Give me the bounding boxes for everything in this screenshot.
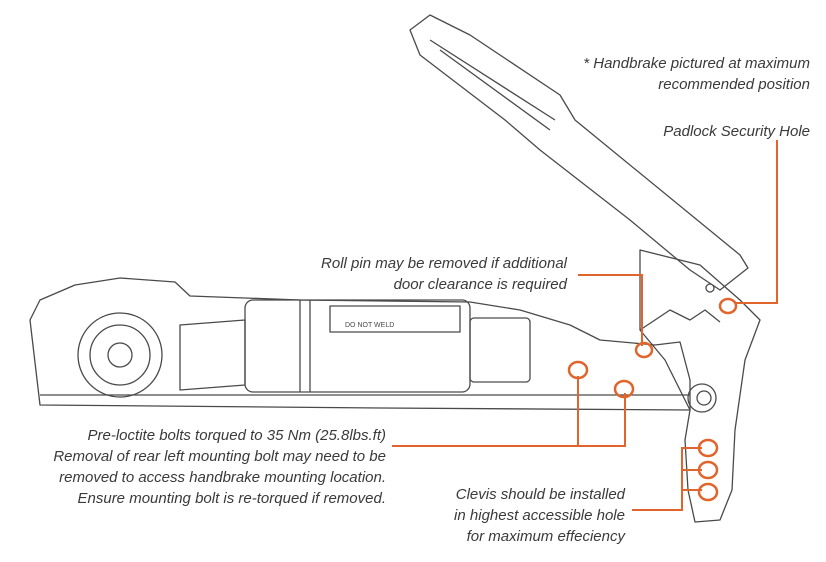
leader-roll-pin: [578, 274, 643, 346]
clevis-note: Clevis should be installed in highest ac…: [454, 486, 625, 545]
leader-padlock: [735, 140, 778, 304]
pump-cylinder: [244, 299, 471, 393]
handbrake-position-note: * Handbrake pictured at maximum recommen…: [583, 55, 810, 93]
rear-drum: [77, 312, 163, 398]
clevis-hole-1: [697, 438, 719, 458]
bolts-note: Pre-loctite bolts torqued to 35 Nm (25.8…: [53, 427, 386, 507]
padlock-note: Padlock Security Hole: [663, 123, 810, 140]
padlock-hole-marker: [718, 297, 738, 315]
pivot-plate: [639, 249, 761, 523]
part-stamp: DO NOT WELD: [345, 322, 394, 329]
base-plate: [29, 277, 691, 411]
clevis-hole-2: [697, 460, 719, 480]
roll-pin-note: Roll pin may be removed if additional do…: [321, 255, 567, 293]
leader-clevis: [632, 447, 702, 511]
bolt-marker-1: [567, 360, 589, 380]
leader-bolts: [392, 376, 626, 447]
lever-arm: [409, 14, 749, 291]
bolt-marker-2: [613, 379, 635, 399]
clevis-hole-3: [697, 482, 719, 502]
roll-pin-marker: [634, 341, 654, 359]
